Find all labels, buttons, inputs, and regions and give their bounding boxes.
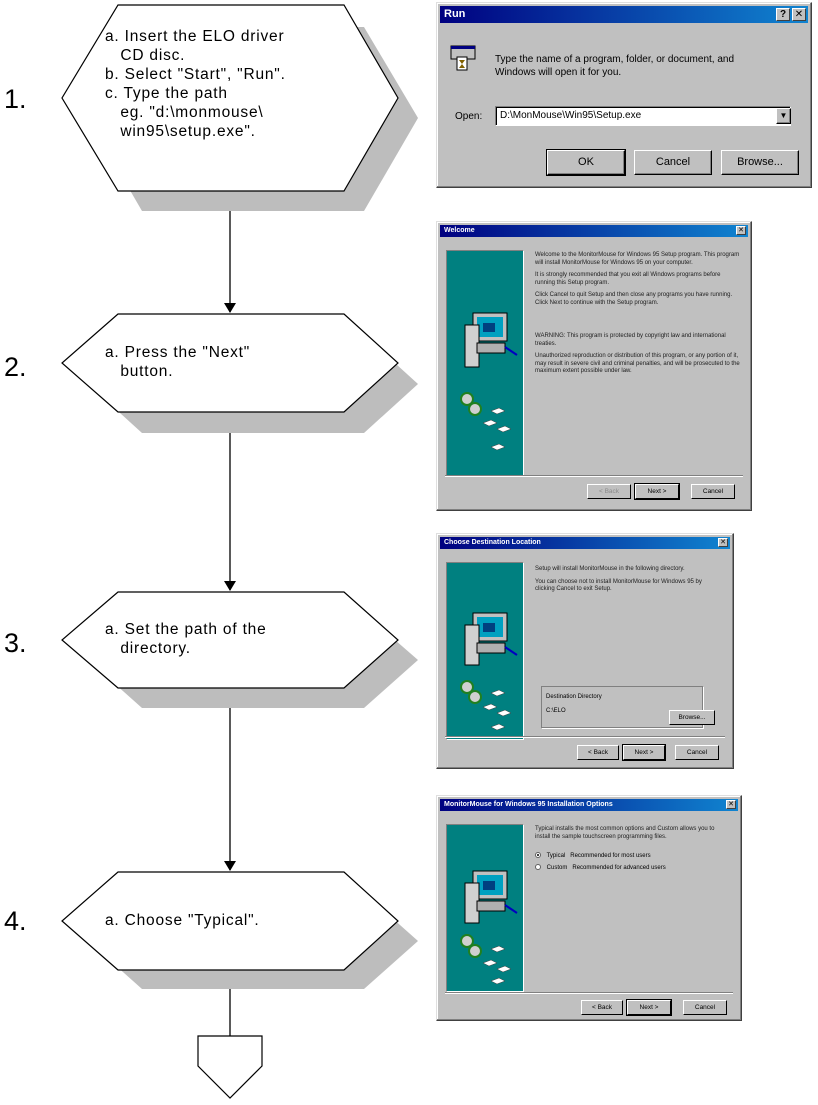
- run-dialog-title: Run: [444, 8, 466, 20]
- computer-setup-icon: [460, 870, 518, 985]
- close-button[interactable]: ✕: [736, 226, 746, 235]
- location-dialog-screenshot: Choose Destination Location ✕ Setup will…: [436, 533, 734, 769]
- location-dialog: Choose Destination Location ✕ Setup will…: [436, 533, 734, 769]
- welcome-paragraph: Unauthorized reproduction or distributio…: [535, 353, 740, 374]
- cancel-button[interactable]: Cancel: [691, 484, 735, 499]
- step-1-line: win95\setup.exe".: [105, 123, 256, 140]
- cancel-button[interactable]: Cancel: [675, 745, 719, 760]
- cancel-button[interactable]: Cancel: [683, 1000, 727, 1015]
- wizard-panel: [446, 562, 524, 740]
- run-icon: [450, 45, 476, 71]
- step-3-line: directory.: [105, 640, 191, 657]
- location-text: Setup will install MonitorMouse in the f…: [535, 566, 723, 599]
- radio-unselected-icon[interactable]: [535, 864, 541, 871]
- computer-setup-icon: [460, 612, 518, 731]
- location-paragraph: Setup will install MonitorMouse in the f…: [535, 566, 685, 572]
- step-2-hexagon: [61, 313, 399, 413]
- step-1-line: a. Insert the ELO driver: [105, 28, 285, 45]
- step-2-number: 2.: [4, 352, 27, 382]
- close-button[interactable]: ✕: [718, 538, 728, 547]
- welcome-title: Welcome: [444, 227, 475, 234]
- options-dialog-screenshot: MonitorMouse for Windows 95 Installation…: [436, 795, 742, 1021]
- separator: [445, 475, 743, 477]
- welcome-paragraph: Welcome to the MonitorMouse for Windows …: [535, 252, 740, 266]
- dropdown-arrow-icon[interactable]: ▼: [776, 108, 791, 124]
- options-title: MonitorMouse for Windows 95 Installation…: [444, 801, 613, 808]
- back-button[interactable]: < Back: [577, 745, 619, 760]
- custom-description: Recommended for advanced users: [572, 865, 666, 871]
- open-label: Open:: [455, 111, 483, 122]
- wizard-panel: [446, 250, 524, 476]
- step-2-line: a. Press the "Next": [105, 344, 251, 361]
- welcome-text: Welcome to the MonitorMouse for Windows …: [535, 252, 741, 381]
- welcome-paragraph: It is strongly recommended that you exit…: [535, 272, 721, 286]
- run-dialog-titlebar: Run ? ✕: [440, 6, 808, 23]
- step-3-hexagon: [61, 591, 399, 689]
- back-button[interactable]: < Back: [581, 1000, 623, 1015]
- step-1-instructions: a. Insert the ELO driver CD disc. b. Sel…: [105, 27, 355, 141]
- step-2-line: button.: [105, 363, 174, 380]
- step-4-hexagon: [61, 871, 399, 971]
- run-dialog-screenshot: Run ? ✕ Type the name of a program, fold…: [436, 2, 812, 188]
- welcome-titlebar: Welcome ✕: [440, 225, 748, 237]
- close-button[interactable]: ✕: [792, 8, 806, 21]
- welcome-dialog-screenshot: Welcome ✕ Welcome to the MonitorMouse fo…: [436, 221, 752, 511]
- typical-label: Typical: [546, 853, 566, 859]
- close-button[interactable]: ✕: [726, 800, 736, 809]
- options-text: Typical installs the most common options…: [535, 826, 731, 846]
- cancel-button[interactable]: Cancel: [634, 150, 712, 175]
- typical-description: Recommended for most users: [570, 853, 651, 859]
- step-3-number: 3.: [4, 628, 27, 658]
- run-dialog: Run ? ✕ Type the name of a program, fold…: [436, 2, 812, 188]
- step-2-instructions: a. Press the "Next" button.: [105, 343, 355, 381]
- step-1-hexagon: [61, 4, 399, 192]
- step-1-line: CD disc.: [105, 47, 186, 64]
- wizard-panel: [446, 824, 524, 992]
- step-1-line: b. Select "Start", "Run".: [105, 66, 286, 83]
- options-paragraph: Typical installs the most common options…: [535, 826, 715, 840]
- custom-option[interactable]: Custom Recommended for advanced users: [535, 864, 731, 872]
- run-prompt-line: Windows will open it for you.: [495, 67, 622, 78]
- options-titlebar: MonitorMouse for Windows 95 Installation…: [440, 799, 738, 811]
- run-prompt: Type the name of a program, folder, or d…: [495, 53, 795, 79]
- next-button[interactable]: Next >: [626, 999, 672, 1016]
- separator: [445, 736, 725, 738]
- destination-label: Destination Directory: [546, 694, 602, 700]
- location-paragraph: You can choose not to install MonitorMou…: [535, 578, 702, 593]
- location-title: Choose Destination Location: [444, 539, 541, 546]
- step-1-line: c. Type the path: [105, 85, 228, 102]
- step-4-line: a. Choose "Typical".: [105, 912, 260, 929]
- help-button[interactable]: ?: [776, 8, 790, 21]
- separator: [445, 992, 733, 994]
- back-button[interactable]: < Back: [587, 484, 631, 499]
- ok-button[interactable]: OK: [546, 149, 626, 176]
- step-3-instructions: a. Set the path of the directory.: [105, 620, 355, 658]
- custom-label: Custom: [546, 865, 568, 871]
- step-4-number: 4.: [4, 906, 27, 936]
- open-combobox[interactable]: D:\MonMouse\Win95\Setup.exe: [495, 106, 791, 126]
- next-button[interactable]: Next >: [622, 744, 666, 761]
- destination-group: Destination Directory C:\ELO: [541, 686, 703, 728]
- browse-button[interactable]: Browse...: [669, 710, 715, 725]
- welcome-paragraph: Click Cancel to quit Setup and then clos…: [535, 292, 733, 306]
- step-4-instructions: a. Choose "Typical".: [105, 911, 355, 930]
- open-value: D:\MonMouse\Win95\Setup.exe: [500, 110, 642, 121]
- destination-path: C:\ELO: [546, 708, 566, 714]
- location-titlebar: Choose Destination Location ✕: [440, 537, 730, 549]
- continuation-pentagon: [197, 1035, 263, 1099]
- browse-button[interactable]: Browse...: [721, 150, 799, 175]
- radio-selected-icon[interactable]: [535, 852, 541, 859]
- computer-setup-icon: [460, 312, 518, 451]
- step-1-number: 1.: [4, 84, 27, 114]
- step-1-line: eg. "d:\monmouse\: [105, 104, 264, 121]
- welcome-dialog: Welcome ✕ Welcome to the MonitorMouse fo…: [436, 221, 752, 511]
- run-prompt-line: Type the name of a program, folder, or d…: [495, 54, 735, 65]
- step-3-line: a. Set the path of the: [105, 621, 267, 638]
- typical-option[interactable]: Typical Recommended for most users: [535, 852, 731, 860]
- next-button[interactable]: Next >: [634, 483, 680, 500]
- options-dialog: MonitorMouse for Windows 95 Installation…: [436, 795, 742, 1021]
- welcome-paragraph: WARNING: This program is protected by co…: [535, 333, 726, 347]
